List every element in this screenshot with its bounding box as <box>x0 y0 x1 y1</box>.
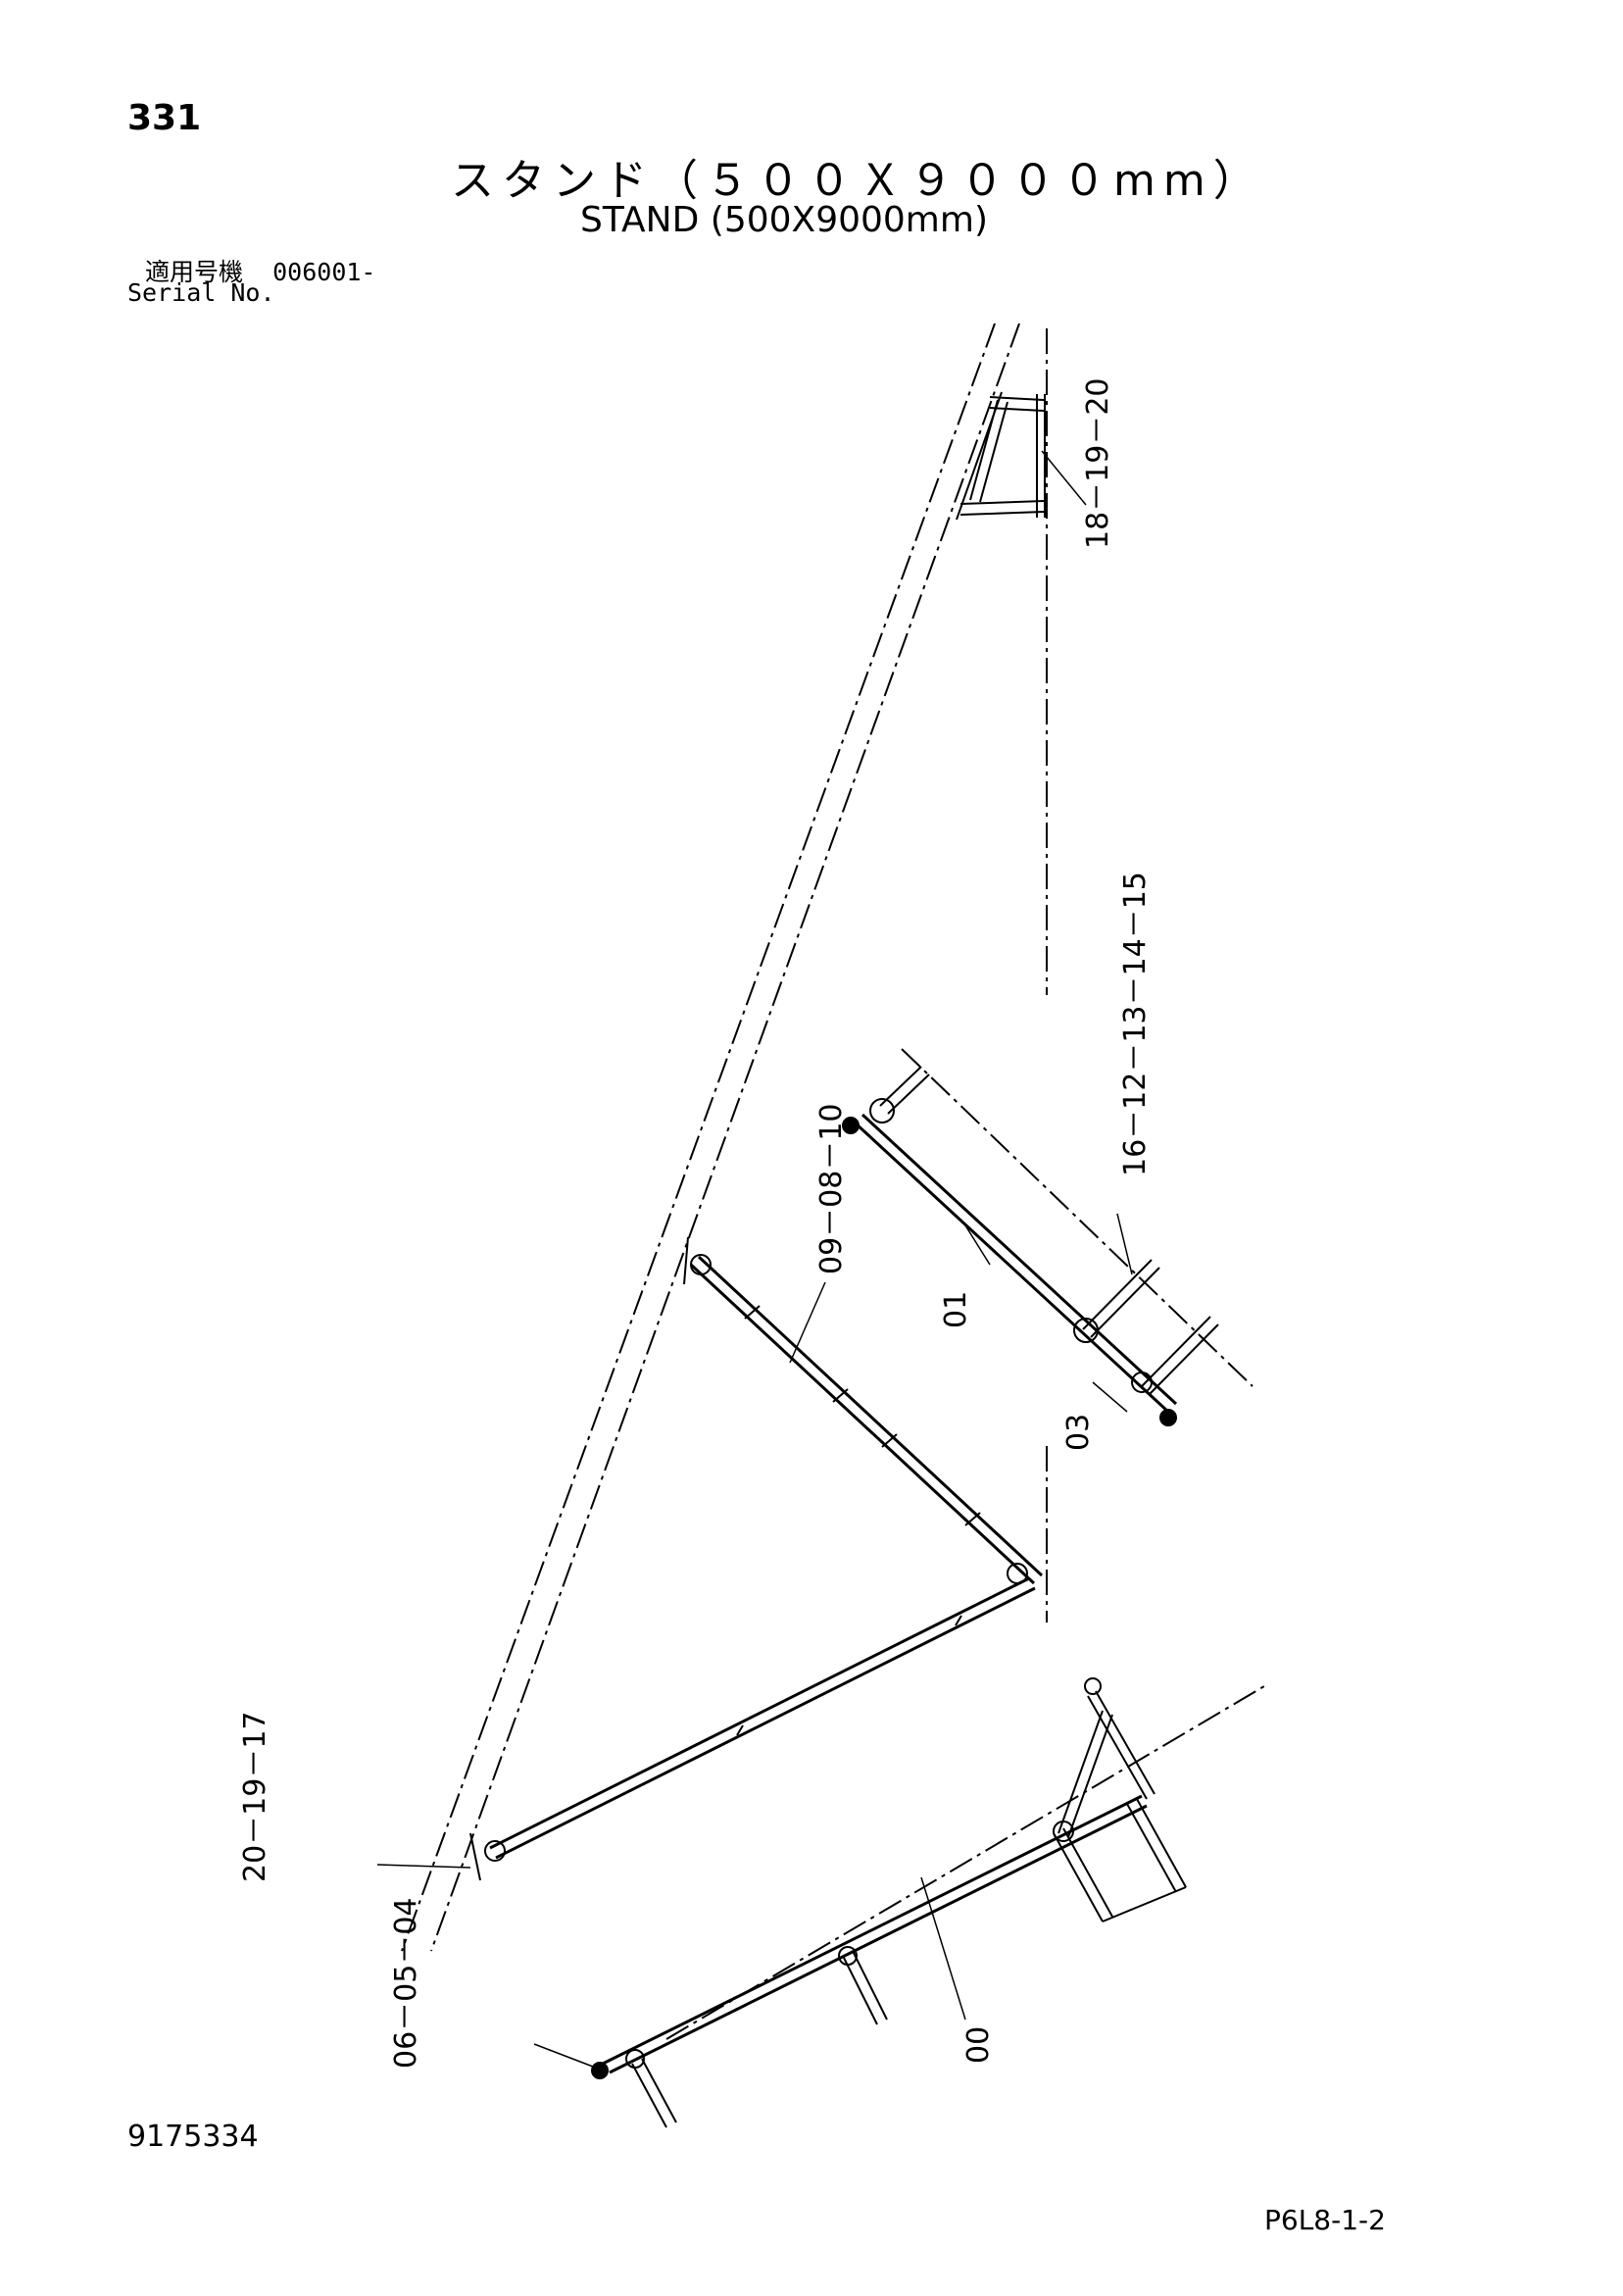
top-bracket <box>956 391 1046 521</box>
upper-arm <box>842 1048 1254 1426</box>
upper-arm-guide <box>901 1048 1254 1387</box>
mast-line-outer <box>430 323 1020 1952</box>
leader-01 <box>964 1224 991 1266</box>
callout-09-08-10: 09－08－10 <box>814 1103 849 1274</box>
leader-06-05-04 <box>533 2043 594 2068</box>
serial-label-ja-text: 適用号機 <box>145 258 244 286</box>
callout-06-05-04: 06－05－04 <box>389 1897 423 2069</box>
callout-03: 03 <box>1061 1414 1096 1451</box>
mast-line-inner <box>401 323 996 1952</box>
bottom-guide <box>665 1685 1265 2040</box>
leader-03 <box>1092 1381 1128 1413</box>
bottom-frame <box>591 1677 1265 2128</box>
callout-18-19-20: 18－19－20 <box>1081 377 1115 549</box>
leader-12 <box>1116 1213 1133 1275</box>
drawing-number: 9175334 <box>127 2120 259 2154</box>
callout-20-19-17: 20－19－17 <box>238 1711 272 1882</box>
middle-strut <box>683 1236 1044 1585</box>
callout-01: 01 <box>939 1291 973 1328</box>
page-number: 331 <box>127 98 202 138</box>
callout-00: 00 <box>961 2026 996 2064</box>
title-japanese: スタンド（５００Ｘ９０００mm） <box>451 156 1264 206</box>
serial-value: 006001- <box>272 258 376 286</box>
leader-09-08-10 <box>789 1281 826 1364</box>
page-reference: P6L8-1-2 <box>1264 2204 1386 2236</box>
serial-label-en: Serial No. <box>127 278 275 307</box>
title-english: STAND (500X9000mm) <box>580 200 988 240</box>
lower-strut <box>469 1576 1036 1881</box>
callout-16-12-13-14-15: 16－12－13－14－15 <box>1118 872 1153 1176</box>
serial-label-ja: 適用号機 006001- <box>145 253 375 288</box>
leader-20-19-17 <box>376 1864 471 1869</box>
leader-00 <box>920 1876 966 2021</box>
leader-18-19-20 <box>1041 450 1087 506</box>
